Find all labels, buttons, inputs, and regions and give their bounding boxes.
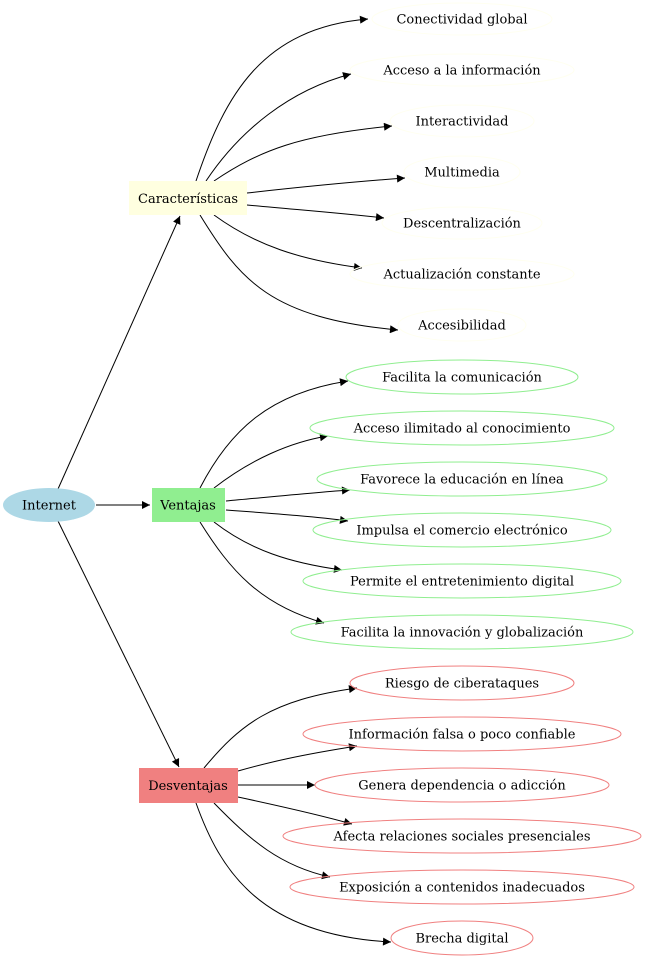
- edge-caracteristicas-leaf: [213, 214, 363, 271]
- branch-desventajas: Desventajas: [139, 768, 238, 803]
- edge-caracteristicas-leaf: [195, 15, 369, 182]
- leaf-node-shape: [314, 767, 610, 803]
- leaf-node-shape: [397, 308, 527, 342]
- leaf-node: Brecha digital: [390, 920, 534, 956]
- branch-ventajas: Ventajas: [152, 488, 225, 522]
- leaf-node-label: Genera dependencia o adicción: [358, 779, 566, 794]
- leaf-node-shape: [390, 920, 534, 956]
- leaf-node: Acceso ilimitado al conocimiento: [309, 410, 615, 446]
- leaf-node: Información falsa o poco confiable: [302, 716, 622, 752]
- leaf-node: Interactividad: [389, 104, 535, 138]
- edge-caracteristicas-leaf: [213, 122, 393, 182]
- branch-caracteristicas-box: [129, 181, 247, 215]
- leaf-node: Facilita la innovación y globalización: [290, 614, 634, 650]
- edge-caracteristicas-leaf: [246, 204, 385, 222]
- leaf-node-shape: [282, 818, 642, 854]
- leaf-node-label: Accesibilidad: [417, 319, 506, 334]
- leaf-node-label: Facilita la innovación y globalización: [341, 626, 584, 641]
- leaf-node-label: Exposición a contenidos inadecuados: [339, 881, 585, 896]
- leaf-node: Descentralización: [381, 206, 543, 240]
- leaf-node-shape: [381, 206, 543, 240]
- edge-caracteristicas-leaf: [205, 72, 352, 182]
- leaf-node-shape: [302, 563, 622, 599]
- leaf-node: Acceso a la información: [349, 53, 575, 87]
- leaf-node: Riesgo de ciberataques: [349, 665, 575, 701]
- edge-root-desventajas: [57, 520, 180, 768]
- leaf-node: Exposición a contenidos inadecuados: [289, 869, 635, 905]
- edge-ventajas-leaf: [225, 486, 351, 502]
- leaf-node-shape: [403, 155, 521, 189]
- branch-caracteristicas-label: Características: [138, 192, 238, 207]
- leaf-node-shape: [309, 410, 615, 446]
- edge-ventajas-leaf: [225, 509, 349, 524]
- leaf-node-label: Favorece la educación en línea: [360, 473, 564, 488]
- edge-caracteristicas-leaf: [246, 174, 406, 194]
- caracteristicas-leaves: Conectividad global Acceso a la informac…: [349, 2, 575, 342]
- branch-desventajas-label: Desventajas: [148, 779, 228, 794]
- leaf-node-label: Facilita la comunicación: [382, 371, 542, 386]
- leaf-node-label: Interactividad: [416, 115, 509, 130]
- leaf-node-label: Brecha digital: [415, 932, 508, 947]
- leaf-node-label: Riesgo de ciberataques: [385, 677, 539, 692]
- leaf-node-shape: [289, 869, 635, 905]
- leaf-node: Permite el entretenimiento digital: [302, 563, 622, 599]
- leaf-node-label: Actualización constante: [382, 268, 540, 283]
- branch-caracteristicas: Características: [129, 181, 247, 215]
- leaf-node-shape: [371, 2, 553, 36]
- leaf-node-shape: [349, 53, 575, 87]
- leaf-node: Actualización constante: [349, 257, 575, 291]
- leaf-node-label: Afecta relaciones sociales presenciales: [332, 830, 590, 845]
- leaf-node: Accesibilidad: [397, 308, 527, 342]
- leaf-node-label: Descentralización: [403, 217, 522, 232]
- leaf-node: Conectividad global: [371, 2, 553, 36]
- edge-desventajas-leaf: [237, 743, 358, 772]
- leaf-node-shape: [302, 716, 622, 752]
- edges: [57, 15, 406, 946]
- leaf-node: Facilita la comunicación: [345, 359, 579, 395]
- leaf-node-shape: [349, 257, 575, 291]
- root-node-shape: [3, 488, 95, 522]
- leaf-node-shape: [316, 461, 608, 497]
- branch-desventajas-box: [139, 768, 238, 803]
- leaf-node: Favorece la educación en línea: [316, 461, 608, 497]
- leaf-node-shape: [349, 665, 575, 701]
- edge-ventajas-leaf: [199, 521, 325, 625]
- edge-desventajas-leaf: [237, 796, 353, 826]
- leaf-node-label: Acceso a la información: [382, 64, 541, 79]
- edge-ventajas-leaf: [213, 521, 343, 573]
- leaf-node-shape: [389, 104, 535, 138]
- edge-desventajas-leaf: [203, 685, 358, 769]
- leaf-node: Genera dependencia o adicción: [314, 767, 610, 803]
- edge-ventajas-leaf: [199, 378, 349, 489]
- leaf-node: Impulsa el comercio electrónico: [312, 512, 612, 548]
- edge-ventajas-leaf: [213, 433, 329, 489]
- leaf-node-label: Acceso ilimitado al conocimiento: [353, 422, 571, 437]
- edge-caracteristicas-leaf: [199, 214, 399, 334]
- leaf-node: Multimedia: [403, 155, 521, 189]
- leaf-node-label: Impulsa el comercio electrónico: [356, 524, 567, 539]
- leaf-node-label: Permite el entretenimiento digital: [350, 575, 574, 590]
- leaf-node-label: Multimedia: [424, 166, 500, 181]
- desventajas-leaves: Riesgo de ciberataques Información falsa…: [282, 665, 642, 956]
- branch-ventajas-label: Ventajas: [159, 499, 216, 514]
- edge-desventajas-leaf: [195, 802, 392, 946]
- branch-ventajas-box: [152, 488, 225, 522]
- leaf-node: Afecta relaciones sociales presenciales: [282, 818, 642, 854]
- root-node: Internet: [3, 488, 95, 522]
- leaf-node-label: Conectividad global: [396, 13, 527, 28]
- edge-root-caracteristicas: [57, 215, 181, 490]
- leaf-node-shape: [345, 359, 579, 395]
- leaf-node-label: Información falsa o poco confiable: [349, 728, 576, 743]
- edge-desventajas-leaf: [213, 802, 331, 880]
- leaf-node-shape: [290, 614, 634, 650]
- leaf-node-shape: [312, 512, 612, 548]
- ventajas-leaves: Facilita la comunicación Acceso ilimitad…: [290, 359, 634, 650]
- root-node-label: Internet: [22, 499, 77, 514]
